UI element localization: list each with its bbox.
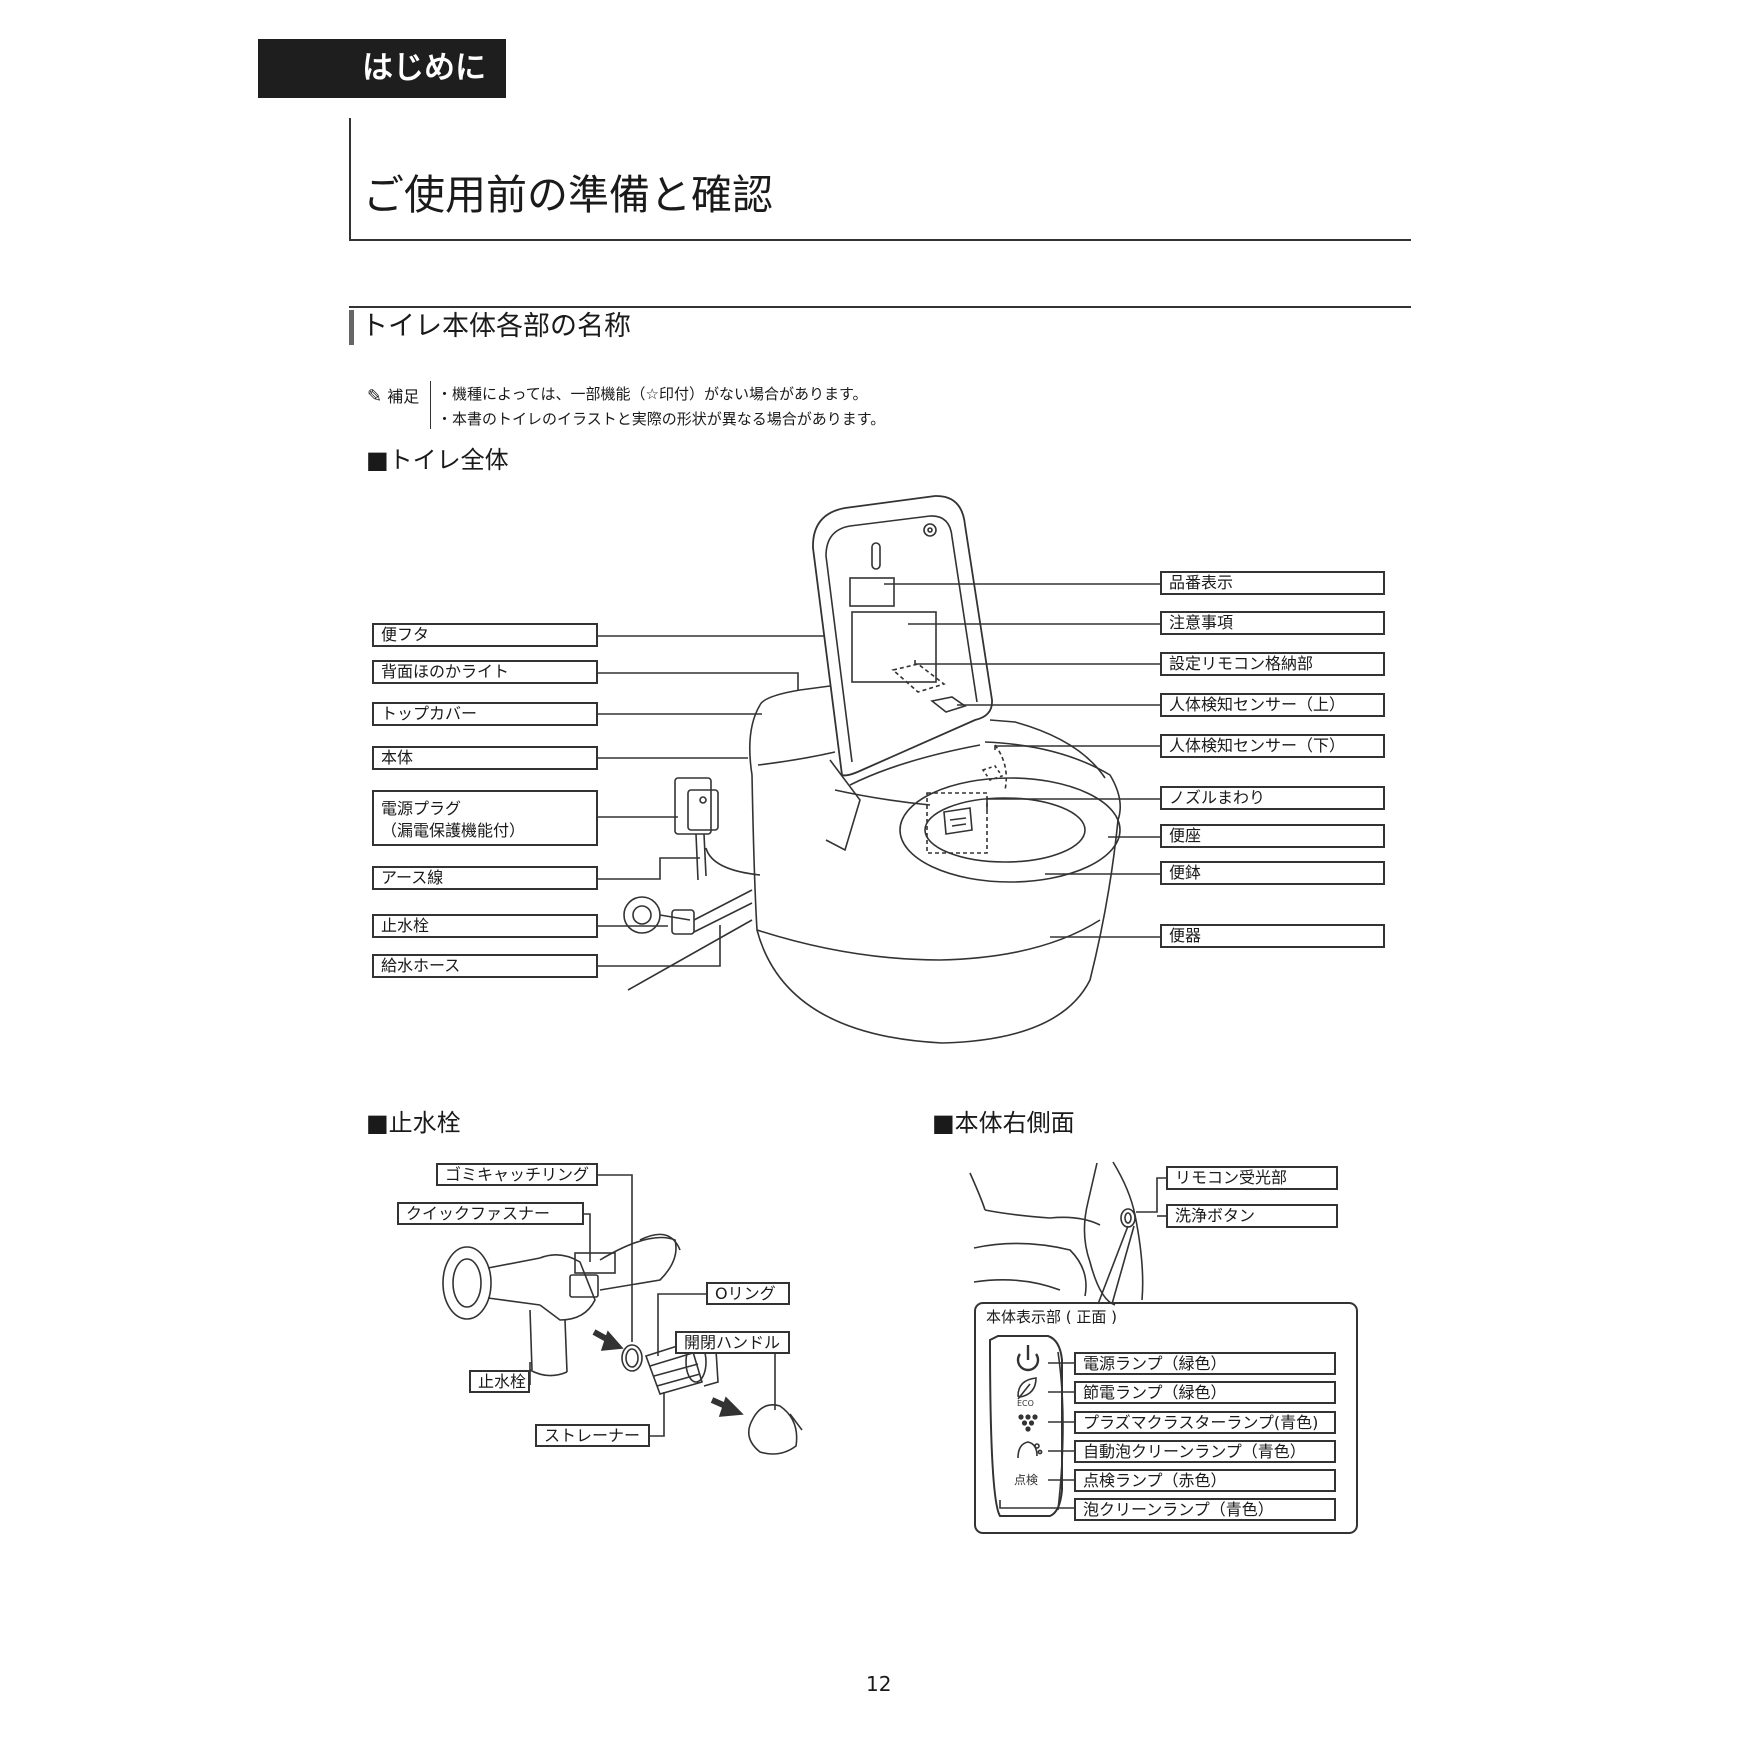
section-rule — [349, 306, 1411, 308]
pencil-icon: ✎ — [367, 386, 383, 407]
label-remote-receiver: リモコン受光部 — [1166, 1166, 1338, 1190]
label-top-cover: トップカバー — [372, 702, 598, 726]
label-body: 本体 — [372, 746, 598, 770]
page-number: 12 — [866, 1672, 892, 1696]
title-left-bar — [349, 118, 351, 240]
label-rear-light: 背面ほのかライト — [372, 660, 598, 684]
inspection-mark: 点検 — [1014, 1473, 1038, 1487]
label-sensor-lower: 人体検知センサー（下） — [1160, 734, 1385, 758]
label-stop-valve: 止水栓 — [372, 914, 598, 938]
label-remote-storage: 設定リモコン格納部 — [1160, 652, 1385, 676]
lamp-plasmacluster: プラズマクラスターランプ(青色) — [1074, 1411, 1336, 1434]
label-toilet-unit: 便器 — [1160, 924, 1385, 948]
section-title: トイレ本体各部の名称 — [361, 311, 631, 342]
eco-text: ECO — [1017, 1399, 1034, 1408]
lamp-inspection: 点検ランプ（赤色） — [1074, 1469, 1336, 1492]
lamp-power: 電源ランプ（緑色） — [1074, 1352, 1336, 1375]
title-underline — [349, 239, 1411, 241]
power-icon — [1016, 1345, 1040, 1372]
section-marker — [349, 310, 354, 345]
label-flush-button: 洗浄ボタン — [1166, 1204, 1338, 1228]
note-divider — [430, 381, 431, 429]
note-line-1: ・機種によっては、一部機能（☆印付）がない場合があります。 — [437, 385, 868, 403]
label-debris-ring: ゴミキャッチリング — [436, 1163, 598, 1186]
toilet-right-leaders — [884, 583, 1160, 938]
lamp-foam-clean: 泡クリーンランプ（青色） — [1074, 1498, 1336, 1521]
foam-icon — [1017, 1441, 1043, 1459]
note-label: ✎ 補足 — [367, 383, 419, 407]
lamp-auto-foam: 自動泡クリーンランプ（青色） — [1074, 1440, 1336, 1463]
label-quick-fastener: クイックファスナー — [397, 1202, 584, 1225]
valve-illustration — [442, 1233, 803, 1455]
page-title: ご使用前の準備と確認 — [363, 171, 773, 219]
side-heading: ■本体右側面 — [932, 1109, 1075, 1137]
toilet-left-leaders — [597, 635, 824, 967]
label-model-number: 品番表示 — [1160, 571, 1385, 595]
note-line-2: ・本書のトイレのイラストと実際の形状が異なる場合があります。 — [437, 410, 886, 428]
toilet-heading: ■トイレ全体 — [366, 446, 509, 474]
eco-leaf-icon — [1017, 1377, 1037, 1400]
label-supply-hose: 給水ホース — [372, 954, 598, 978]
display-panel-illustration — [974, 1302, 1358, 1534]
lamp-eco: 節電ランプ（緑色） — [1074, 1381, 1336, 1404]
panel-icon-labels: ECO 点検 — [1014, 1399, 1038, 1487]
valve-heading: ■止水栓 — [366, 1109, 461, 1137]
label-sensor-upper: 人体検知センサー（上） — [1160, 693, 1385, 717]
label-bowl: 便鉢 — [1160, 861, 1385, 885]
side-illustration — [969, 1161, 1144, 1306]
grape-cluster-icon — [1018, 1414, 1038, 1432]
label-seat: 便座 — [1160, 824, 1385, 848]
label-power-plug: 電源プラグ （漏電保護機能付） — [372, 790, 598, 846]
toilet-illustration — [623, 495, 1121, 1044]
label-strainer: ストレーナー — [535, 1424, 650, 1447]
label-caution: 注意事項 — [1160, 611, 1385, 635]
label-lid: 便フタ — [372, 623, 598, 647]
note-label-text: 補足 — [387, 387, 420, 406]
label-o-ring: Oリング — [706, 1282, 790, 1305]
side-leaders — [1097, 1177, 1166, 1305]
label-open-close-handle: 開閉ハンドル — [675, 1331, 790, 1354]
panel-title: 本体表示部 ( 正面 ) — [986, 1308, 1118, 1326]
label-nozzle: ノズルまわり — [1160, 786, 1385, 810]
label-valve: 止水栓 — [469, 1370, 530, 1393]
label-earth-wire: アース線 — [372, 866, 598, 890]
chapter-tab: はじめに — [258, 39, 506, 98]
